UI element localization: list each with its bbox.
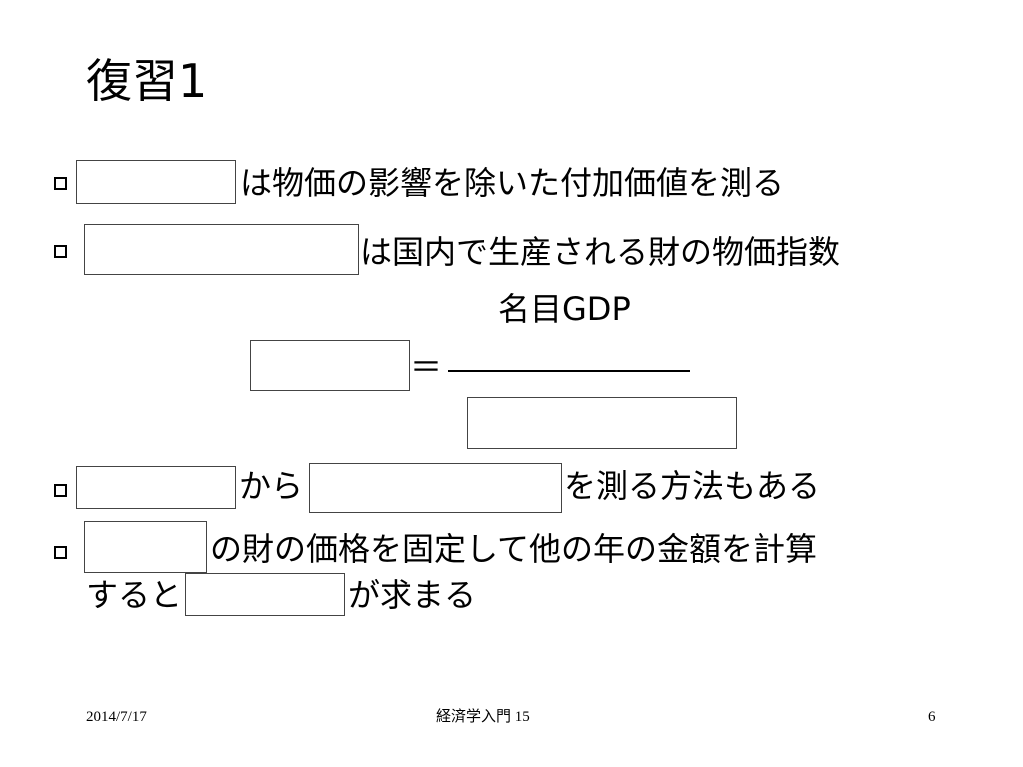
answer-blank-1[interactable] (76, 160, 236, 204)
formula-denominator-blank[interactable] (467, 397, 737, 449)
bullet-4-text-line1: の財の価格を固定して他の年の金額を計算 (210, 530, 818, 568)
bullet-marker-1 (54, 177, 67, 190)
answer-blank-2[interactable] (84, 224, 359, 275)
bullet-marker-4 (54, 546, 67, 559)
bullet-3-text-b: を測る方法もある (564, 467, 821, 505)
formula-lhs-blank[interactable] (250, 340, 410, 391)
bullet-4-text-line2-suffix: が求まる (348, 576, 477, 614)
fraction-line (448, 370, 690, 372)
slide-title: 復習1 (86, 54, 208, 108)
bullet-marker-3 (54, 484, 67, 497)
footer-page-number: 6 (928, 709, 936, 725)
bullet-1-text: は物価の影響を除いた付加価値を測る (240, 164, 785, 202)
formula-numerator: 名目GDP (498, 290, 631, 328)
bullet-marker-2 (54, 245, 67, 258)
footer-date: 2014/7/17 (86, 709, 147, 725)
answer-blank-4b[interactable] (185, 573, 345, 616)
answer-blank-3b[interactable] (309, 463, 562, 513)
answer-blank-3a[interactable] (76, 466, 236, 509)
bullet-4-text-line2-prefix: すると (86, 576, 183, 614)
footer-course: 経済学入門 15 (436, 709, 530, 725)
answer-blank-4a[interactable] (84, 521, 207, 573)
bullet-2-text: は国内で生産される財の物価指数 (360, 233, 841, 271)
bullet-3-text-a: から (239, 467, 304, 505)
formula-equals-sign: ＝ (410, 348, 443, 386)
